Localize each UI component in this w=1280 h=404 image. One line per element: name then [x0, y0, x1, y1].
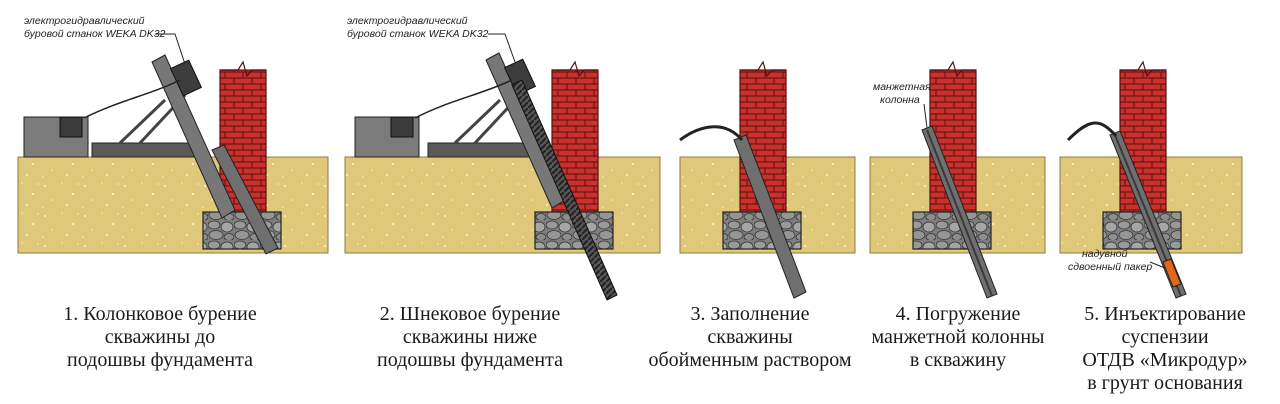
grout-hose: [679, 125, 744, 142]
machine-label-line2: буровой станок WEKA DK32: [24, 28, 166, 40]
step-3-line2: скважины: [707, 326, 792, 348]
step-5-line1: 5. Инъектирование: [1084, 303, 1246, 325]
panel-3: 3. Заполнение скважины обойменным раство…: [649, 60, 856, 371]
panel-1: электрогидравлический буровой станок WEK…: [17, 15, 329, 371]
packer-label-line2: сдвоенный пакер: [1068, 261, 1152, 273]
injection-hose: [1066, 121, 1118, 142]
rubble-foundation: [912, 211, 992, 250]
filled-borehole: [733, 134, 807, 299]
label-leader: [155, 33, 186, 65]
drill-mast: [151, 54, 236, 219]
step-1-line3: подошвы фундамента: [67, 349, 253, 371]
rubble-foundation: [722, 211, 802, 250]
machine-label-line1: электрогидравлический: [24, 15, 145, 27]
rubble-foundation: [534, 211, 614, 250]
inflatable-packer: [1162, 258, 1182, 288]
cuff-column-core: [926, 129, 993, 297]
control-panel-icon: [390, 116, 414, 138]
machine-base: [91, 142, 201, 158]
step-4-line2: манжетной колонны: [872, 326, 1045, 348]
panel-4: манжетная колонна 4. Погружение манжетно…: [869, 60, 1046, 371]
break-mark: [740, 60, 786, 78]
break-mark: [220, 60, 266, 78]
step-2-line1: 2. Шнековое бурение: [380, 303, 561, 325]
label-leader: [1149, 261, 1166, 269]
step-5-line2: суспензии: [1121, 326, 1208, 348]
packer-label-line1: надувной: [1082, 248, 1128, 260]
step-3-line3: обойменным раствором: [649, 349, 852, 371]
step-1-line2: скважины до: [105, 326, 216, 348]
machine-base: [427, 142, 537, 158]
machine-label-line1: электрогидравлический: [347, 15, 468, 27]
auger-screw: [511, 79, 618, 301]
hydraulic-hose: [414, 79, 513, 119]
control-panel-icon: [59, 116, 83, 138]
label-leader: [923, 103, 928, 129]
panel-2: электрогидравлический буровой станок WEK…: [344, 15, 661, 371]
step-2-line2: скважины ниже: [403, 326, 537, 348]
step-2-line3: подошвы фундамента: [377, 349, 563, 371]
break-mark: [1120, 60, 1166, 78]
break-mark: [552, 60, 598, 78]
core-pipe: [211, 144, 279, 255]
cuff-label-line1: манжетная: [873, 81, 931, 93]
step-1-line1: 1. Колонковое бурение: [63, 303, 257, 325]
step-3-line1: 3. Заполнение: [691, 303, 810, 325]
step-4-line3: в скважину: [910, 349, 1006, 371]
cuff-label-line2: колонна: [880, 94, 920, 106]
label-leader: [488, 33, 516, 63]
panel-5: надувной сдвоенный пакер 5. Инъектирован…: [1059, 60, 1248, 394]
step-5-line3: ОТДВ «Микродур»: [1082, 349, 1247, 371]
step-4-line1: 4. Погружение: [896, 303, 1021, 325]
machine-label-line2: буровой станок WEKA DK32: [347, 28, 489, 40]
break-mark: [930, 60, 976, 78]
hydraulic-hose: [83, 79, 181, 119]
rubble-foundation: [1102, 211, 1182, 250]
step-5-line4: в грунт основания: [1087, 372, 1243, 394]
